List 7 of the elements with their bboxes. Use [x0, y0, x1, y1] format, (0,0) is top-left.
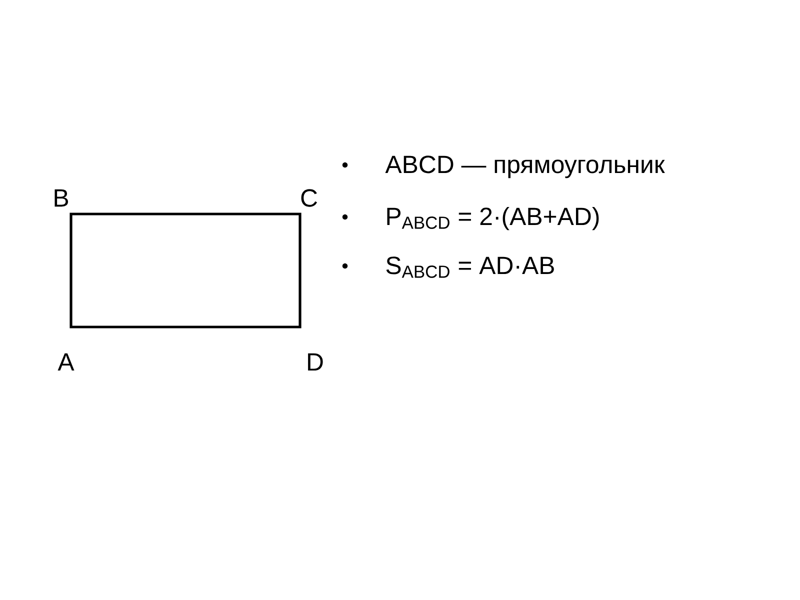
vertex-label: B	[54, 189, 68, 207]
formula-text: P$_{ABCD}$ = 2·(AB+AD)	[387, 206, 599, 230]
vertex-label: C	[301, 189, 318, 207]
vertex-label: A	[58, 353, 74, 371]
formula-text: S$_{ABCD}$ = AD·AB	[386, 256, 554, 278]
formula-text: ABCD — прямоугольник	[385, 156, 665, 178]
vertex-label: D	[308, 353, 323, 371]
